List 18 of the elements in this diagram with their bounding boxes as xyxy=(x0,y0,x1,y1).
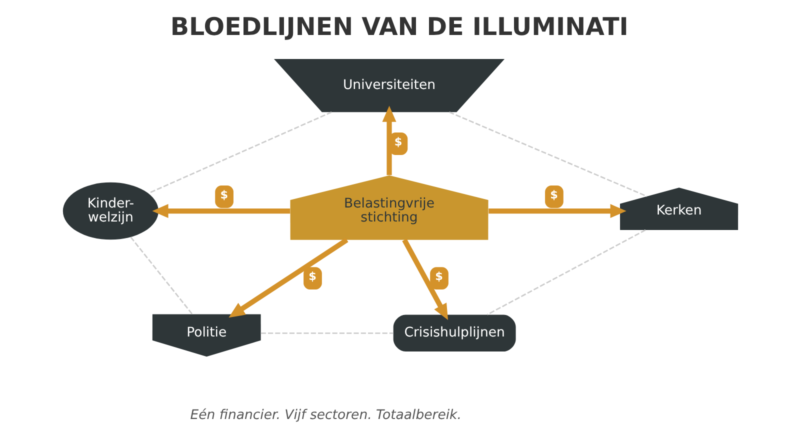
arrow xyxy=(382,106,396,176)
connector xyxy=(260,332,393,334)
connector xyxy=(130,236,192,314)
arrow xyxy=(152,204,290,218)
connector xyxy=(148,112,332,194)
edge-label: $ xyxy=(434,270,442,284)
connector xyxy=(486,229,646,316)
edge-label: $ xyxy=(308,270,316,284)
node-ellipse: Kinder- welzijn xyxy=(62,182,158,240)
edge-label: $ xyxy=(220,188,228,202)
arrow xyxy=(488,204,626,218)
node-box: Crisishulplijnen xyxy=(392,314,516,352)
diagram-title: BLOEDLIJNEN VAN DE ILLUMINATI xyxy=(170,12,628,41)
edge-label: $ xyxy=(394,136,402,149)
edge-label: $ xyxy=(550,188,558,202)
arrow xyxy=(228,238,348,318)
connector xyxy=(448,112,647,197)
caption: Eén financier. Vijf sectoren. Totaalbereik. xyxy=(190,408,461,423)
